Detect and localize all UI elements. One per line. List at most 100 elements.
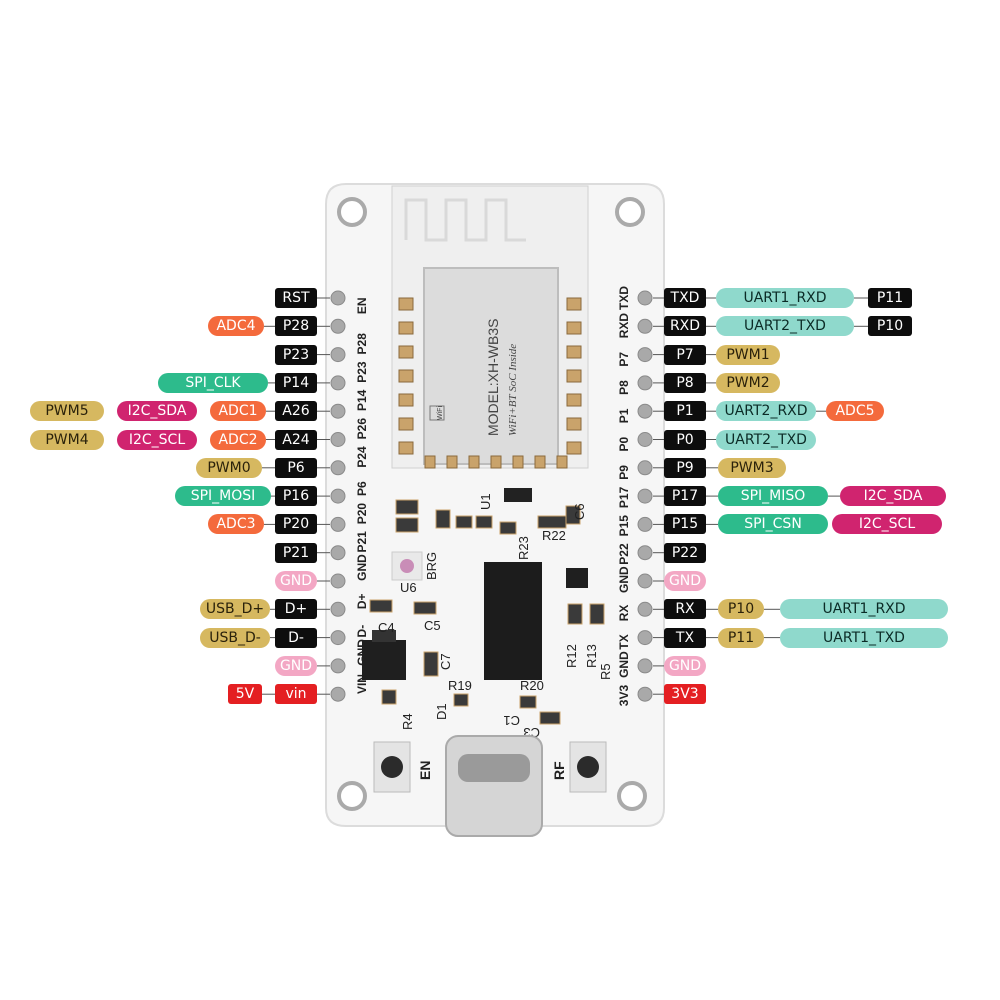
module-pad	[398, 345, 414, 359]
right-pin	[637, 545, 653, 561]
module-wifi-logo: WiFi	[437, 406, 444, 420]
rf-button-label: RF	[551, 761, 567, 780]
smd-part	[395, 517, 419, 533]
component-label: R12	[564, 644, 579, 668]
right-pin	[637, 290, 653, 306]
module-pad	[398, 393, 414, 407]
left-pin	[330, 290, 346, 306]
component-label: BRG	[424, 552, 439, 580]
silk-right-label: P7	[617, 352, 631, 367]
left-pin	[330, 488, 346, 504]
pin-label-left: 5V	[228, 684, 262, 705]
pin-label-right: P7	[664, 344, 706, 365]
left-pin	[330, 375, 346, 391]
pin-label-left: USB_D-	[200, 627, 270, 648]
pin-label-right: 3V3	[664, 684, 706, 705]
en-button-label: EN	[417, 761, 433, 780]
silk-right-label: TX	[617, 634, 631, 649]
pin-label-right: UART2_TXD	[716, 429, 816, 450]
right-pin	[637, 432, 653, 447]
component-label: R13	[584, 644, 599, 668]
module-pad	[468, 455, 480, 469]
pin-label-left: RST	[275, 288, 317, 308]
smd-part	[589, 603, 605, 625]
pin-label-left: P16	[275, 486, 317, 507]
ic-chip-main	[484, 562, 542, 680]
pin-label-left: P20	[275, 514, 317, 535]
pin-label-right: UART2_TXD	[716, 316, 854, 337]
component-label: R22	[542, 528, 566, 543]
en-button	[373, 741, 411, 793]
wifi-module: MODEL:XH-WB3S WiFi+BT SoC Inside WiFi	[391, 185, 589, 469]
usb-c-port	[445, 735, 543, 837]
module-pad	[566, 441, 582, 455]
pin-label-right: RX	[664, 599, 706, 620]
pin-label-left: GND	[275, 571, 317, 591]
pin-label-right: P0	[664, 429, 706, 450]
right-pin	[637, 460, 653, 476]
pin-label-right: PWM3	[718, 457, 786, 478]
left-pin	[330, 601, 346, 617]
smd-part	[567, 603, 583, 625]
left-pin	[330, 460, 346, 476]
right-pin	[637, 375, 653, 391]
pin-label-left: D+	[275, 599, 317, 620]
smd-part	[537, 515, 567, 529]
pin-label-right: P11	[868, 288, 912, 308]
pin-label-left: P28	[275, 316, 317, 337]
component-label: U6	[400, 580, 417, 595]
pin-label-right: P15	[664, 514, 706, 535]
module-pad	[566, 321, 582, 335]
pin-label-right: GND	[664, 655, 706, 676]
pin-label-right: SPI_MISO	[718, 486, 828, 507]
pin-label-right: ADC5	[826, 401, 884, 422]
pin-label-right: SPI_CSN	[718, 514, 828, 535]
pin-label-left: GND	[275, 655, 317, 676]
module-pad	[534, 455, 546, 469]
left-pin	[330, 545, 346, 561]
pin-label-right: P11	[718, 627, 764, 648]
left-pin	[330, 630, 346, 646]
smd-part	[413, 601, 437, 615]
component-label: C7	[438, 653, 453, 670]
smd-part	[423, 651, 439, 677]
silk-left-label: P23	[355, 361, 369, 383]
pin-label-right: P1	[664, 401, 706, 422]
module-model-text: MODEL:XH-WB3S	[485, 319, 501, 436]
pin-label-left: P23	[275, 344, 317, 365]
pin-label-left: ADC4	[208, 316, 264, 337]
silkscreen-labels: ENP28P23P14P26P24P6P20P21GNDD+D-GNDVINTX…	[355, 286, 631, 707]
silk-right-label: P15	[617, 515, 631, 537]
left-pin	[330, 516, 346, 532]
module-pad	[566, 369, 582, 383]
pin-label-right: UART2_RXD	[716, 401, 816, 422]
pin-label-right: TXD	[664, 288, 706, 308]
label-leader-lines	[262, 297, 868, 695]
silk-right-label: P0	[617, 436, 631, 451]
left-pin	[330, 318, 346, 334]
module-pad	[398, 321, 414, 335]
right-pin	[637, 686, 653, 702]
component-label: U1	[478, 493, 493, 510]
mounting-holes	[337, 197, 647, 811]
component-label: R4	[400, 713, 415, 730]
silk-left-label: P26	[355, 418, 369, 440]
right-pin	[637, 347, 653, 363]
left-pin	[330, 403, 346, 419]
smd-part	[435, 509, 451, 529]
pin-label-right: I2C_SDA	[840, 486, 946, 507]
silk-left-label: P14	[355, 389, 369, 411]
component-label: R23	[516, 536, 531, 560]
silk-right-label: P17	[617, 486, 631, 508]
pin-label-right: P22	[664, 542, 706, 563]
smd-part	[539, 711, 561, 725]
module-pad	[398, 441, 414, 455]
pin-label-right: I2C_SCL	[832, 514, 942, 535]
pin-label-left: PWM0	[196, 457, 262, 478]
right-pin	[637, 630, 653, 646]
smd-part	[565, 505, 581, 525]
pin-label-right: UART1_TXD	[780, 627, 948, 648]
pin-label-left: ADC2	[210, 429, 266, 450]
